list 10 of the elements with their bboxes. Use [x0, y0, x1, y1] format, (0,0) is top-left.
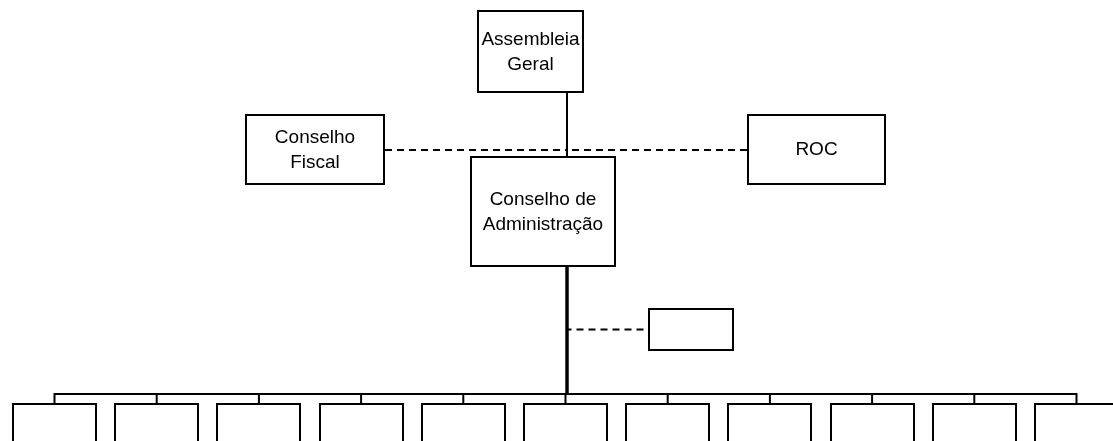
box-label: ROC: [795, 137, 838, 162]
org-box: [245, 114, 385, 185]
org-box: [477, 10, 584, 93]
box-label: Assembleia Geral: [481, 26, 580, 76]
box-label: Conselho de Administração: [482, 186, 604, 236]
org-box: [747, 114, 886, 185]
box-label: Conselho Fiscal: [273, 124, 357, 174]
empty-box: [648, 308, 734, 351]
org-box: [470, 156, 616, 267]
dashed-connector: [566, 149, 748, 157]
